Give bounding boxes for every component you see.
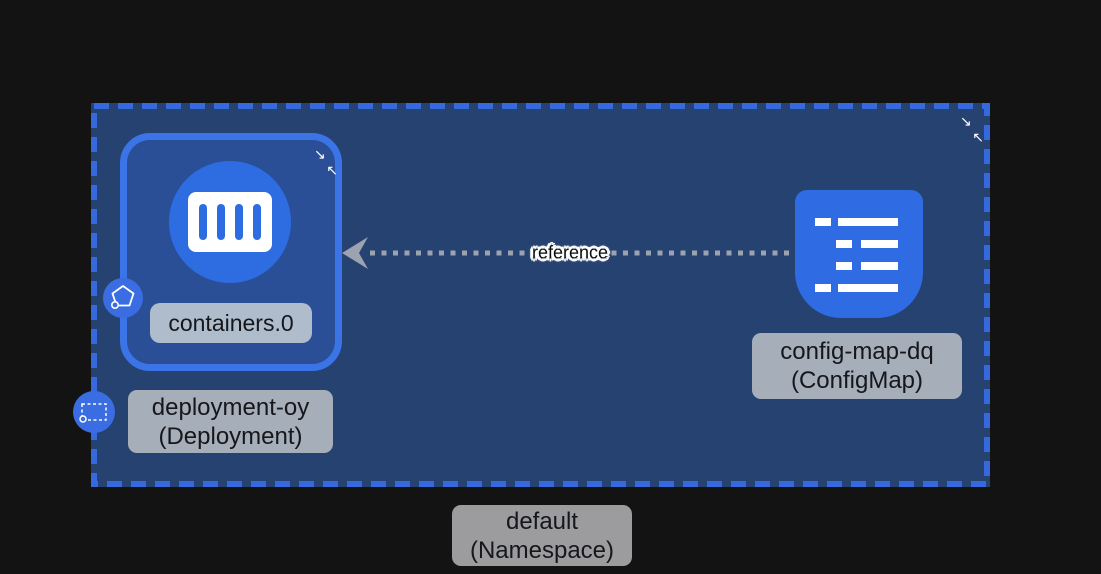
namespace-label[interactable]: default (Namespace): [452, 505, 632, 566]
configmap-name-line: config-map-dq: [780, 338, 934, 365]
collapse-arrow-in-icon: ↖: [326, 162, 338, 178]
deployment-kind-badge[interactable]: [73, 391, 115, 433]
namespace-kind-line: (Namespace): [469, 536, 615, 564]
namespace-group-default[interactable]: ↘ ↖ containers.0 ↘ ↖: [73, 103, 990, 487]
configmap-kind-line: (ConfigMap): [790, 367, 924, 394]
deployment-name-line: deployment-oy: [151, 393, 310, 421]
collapse-arrow-in-icon: ↘: [314, 146, 326, 162]
container-circle: [169, 161, 291, 283]
collapse-arrow-in-icon: ↖: [972, 129, 984, 145]
deployment-collapse-icon[interactable]: ↘ ↖: [314, 146, 338, 178]
pod-badge[interactable]: [103, 278, 143, 318]
namespace-name-line: default: [505, 507, 579, 535]
container-label[interactable]: containers.0: [150, 303, 312, 343]
deployment-label[interactable]: deployment-oy (Deployment): [128, 390, 333, 453]
collapse-arrow-in-icon: ↘: [960, 113, 972, 129]
deployment-node[interactable]: containers.0 ↘ ↖: [103, 133, 342, 371]
edge-label: reference: [531, 242, 609, 263]
configmap-label[interactable]: config-map-dq (ConfigMap): [752, 333, 962, 399]
deployment-kind-line: (Deployment): [158, 422, 303, 450]
pod-pentagon-icon: [111, 285, 135, 309]
dashed-rect-icon: [79, 403, 107, 423]
configmap-node[interactable]: [795, 190, 923, 318]
namespace-collapse-icon[interactable]: ↘ ↖: [960, 113, 984, 145]
container-icon: [188, 192, 272, 252]
